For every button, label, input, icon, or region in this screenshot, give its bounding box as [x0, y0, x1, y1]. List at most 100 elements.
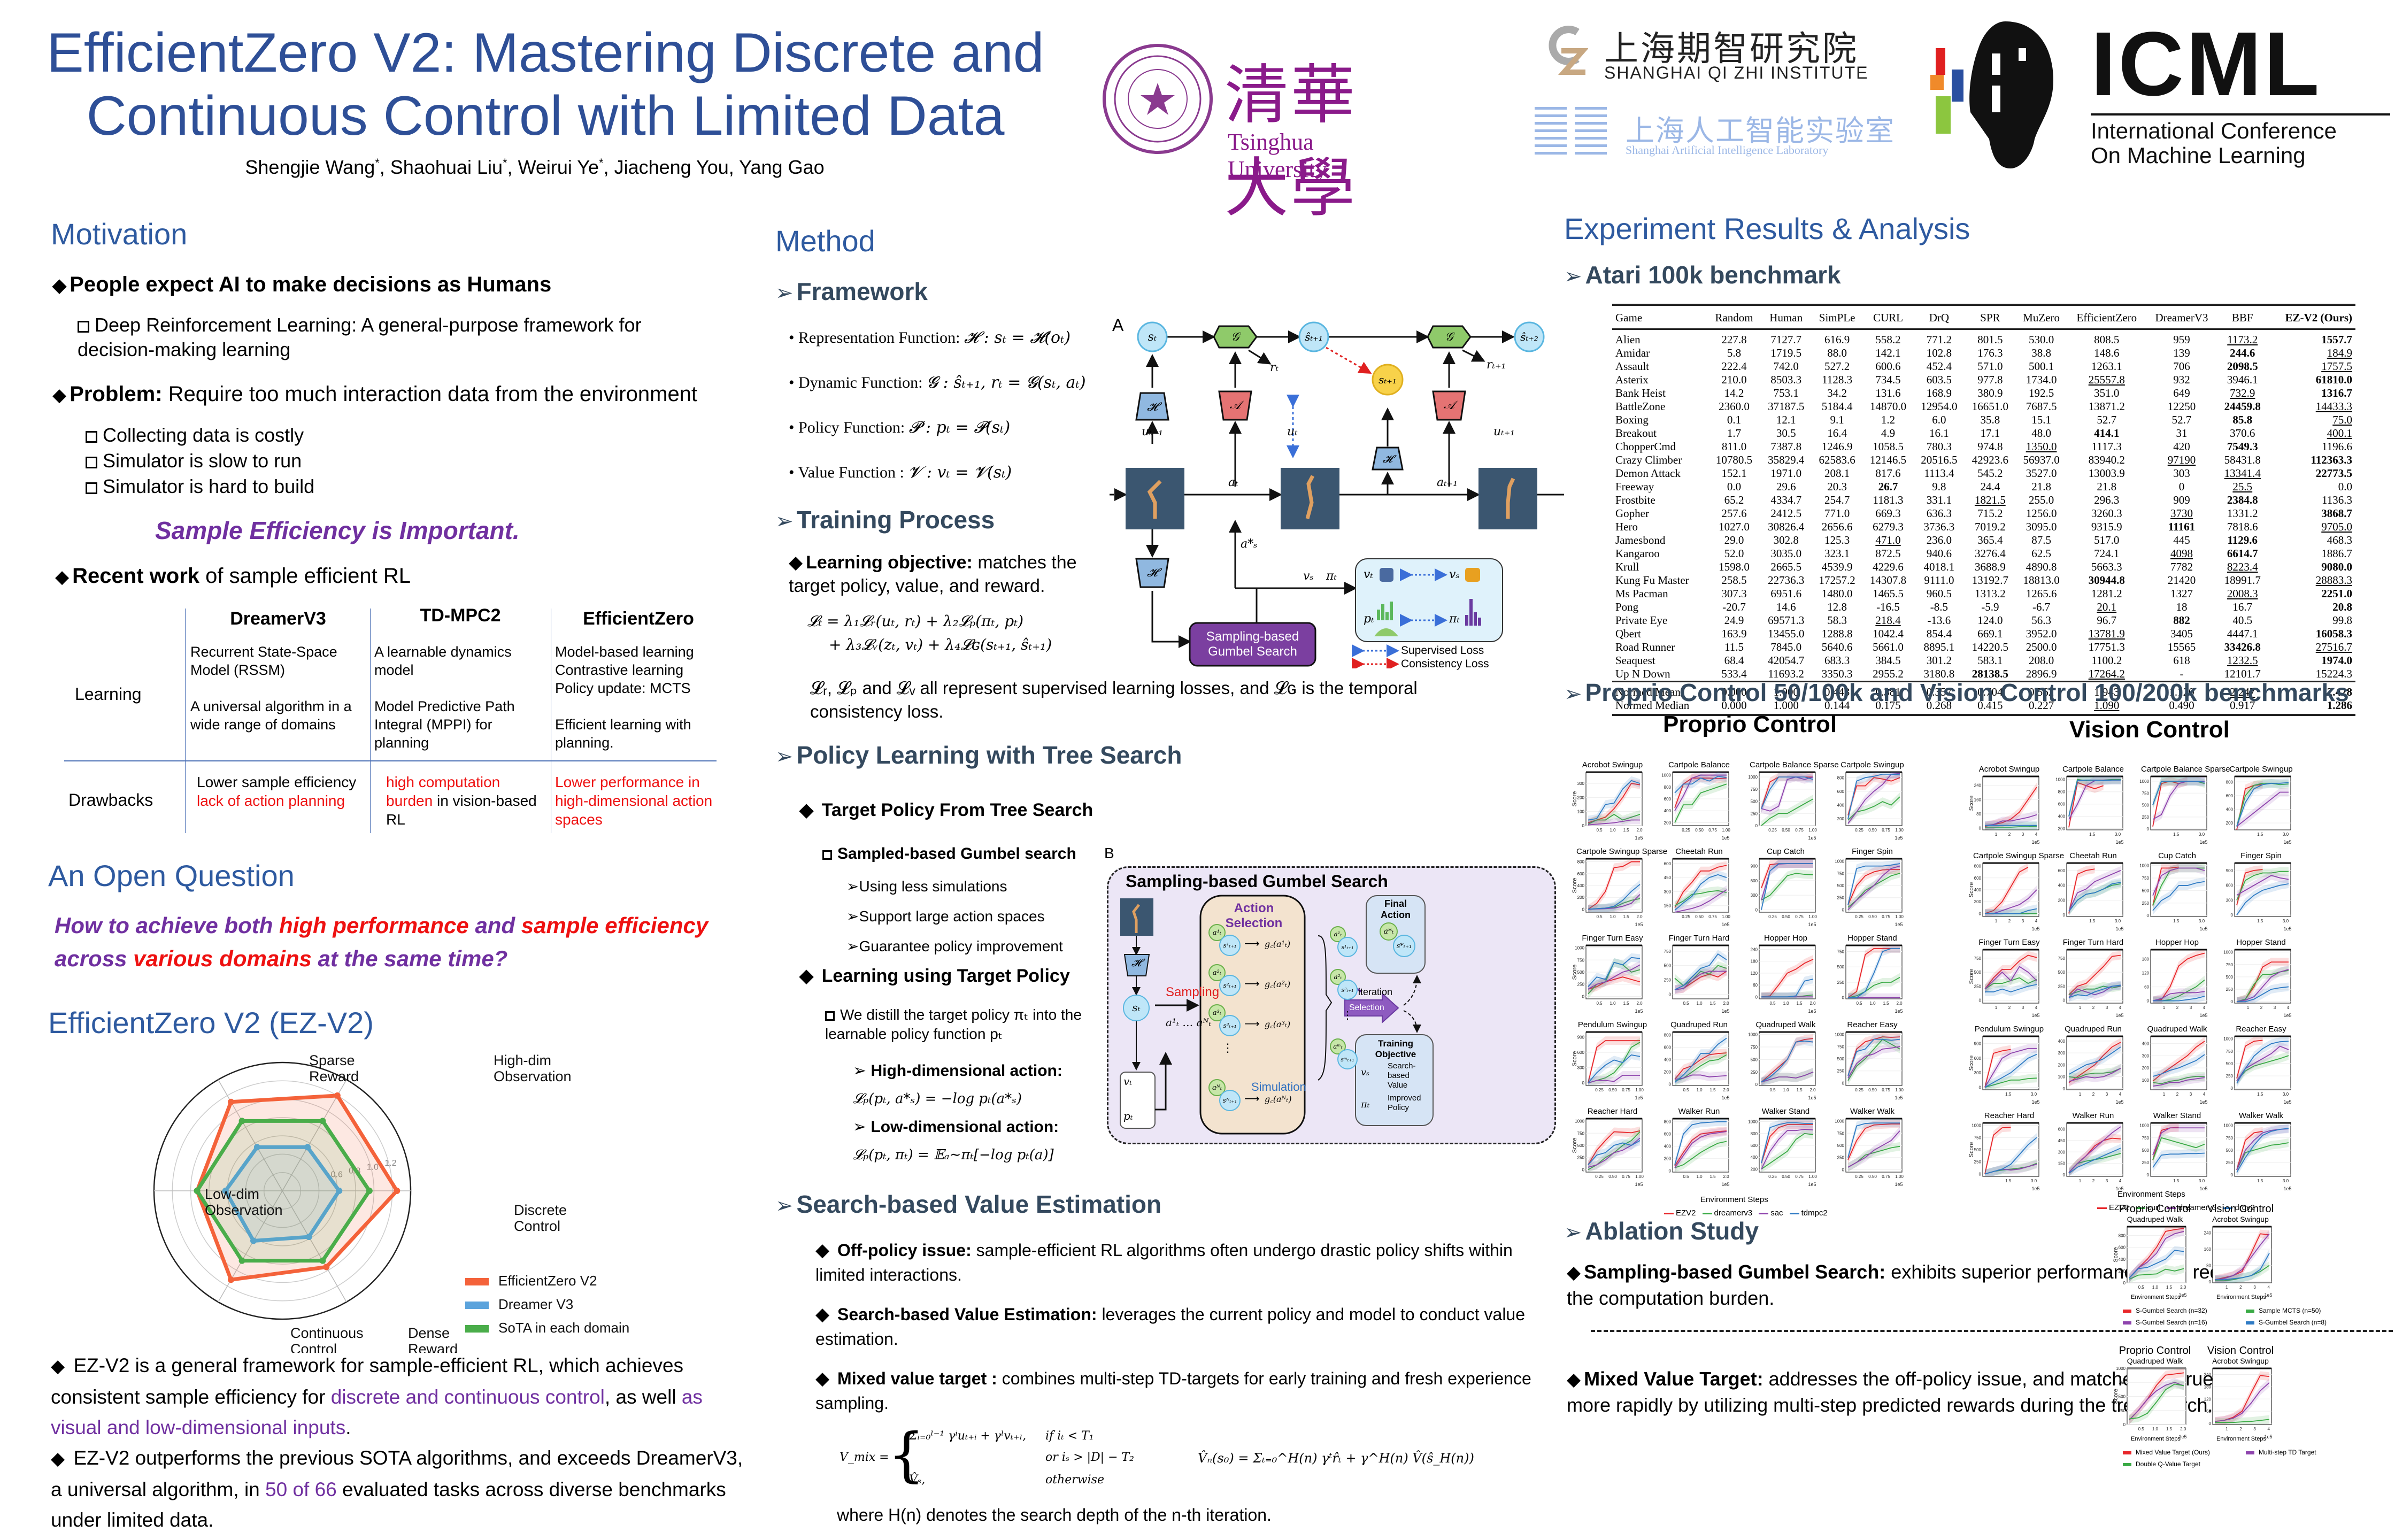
- x-tick-label: 1.0: [1609, 828, 1616, 833]
- legend-label: S-Gumbel Search (n=32): [2136, 1307, 2207, 1314]
- y-tick-label: 500: [1751, 1057, 1758, 1062]
- x-tick-label: 1.00: [1722, 914, 1730, 919]
- column-header: DreamerV3: [2155, 311, 2208, 324]
- square-bullet-icon: [86, 457, 97, 468]
- y-tick-label: 1000: [2223, 1123, 2233, 1128]
- simulated-state-node: s²ₜ₊₁: [1219, 975, 1241, 996]
- y-tick-label: 160: [1974, 797, 1982, 802]
- x-scale-label: 1e5: [1635, 1095, 1643, 1100]
- series-line-tdmpc2: [1847, 863, 1900, 905]
- y-tick-label: 400: [1664, 1058, 1672, 1062]
- y-tick-label: 0: [2123, 1422, 2126, 1427]
- gumbel-score-label: g꜀(aᴺₜ): [1265, 1094, 1292, 1104]
- table-cell: 2656.6: [1821, 520, 1853, 533]
- x-tick-label: 1.0: [2152, 1285, 2159, 1290]
- mini-chart-title: Walker Walk: [1850, 1107, 1895, 1116]
- series-line-tdmpc2: [1761, 1040, 1814, 1083]
- radar-point: [323, 1264, 330, 1270]
- series-line-drqv2: [2068, 779, 2121, 817]
- distill-text: We distill the target policy πₜ into the…: [825, 1006, 1082, 1042]
- table-cell: 771.0: [1824, 506, 1850, 520]
- x-scale-label: 1e5: [1895, 1008, 1903, 1014]
- confidence-band: [2069, 1149, 2121, 1176]
- y-tick-label: 0: [2147, 999, 2150, 1004]
- y-tick-label: 500: [1837, 1143, 1845, 1148]
- legend-swatch: [465, 1278, 489, 1285]
- y-tick-label: 1000: [2139, 779, 2149, 784]
- label-pit: πₜ: [1326, 569, 1337, 583]
- sampled-action-node: a²ₜ: [1208, 964, 1226, 981]
- function-label: Dynamic Function:: [798, 374, 927, 391]
- series-line-drqv2: [2152, 881, 2205, 911]
- series-line-EZV2: [1984, 954, 2037, 990]
- x-tick-label: 1.00: [1635, 1174, 1644, 1179]
- y-tick-label: 0: [1582, 1081, 1585, 1085]
- table-cell: 527.2: [1824, 359, 1850, 373]
- table-cell: 753.1: [1773, 386, 1799, 399]
- x-tick-label: 3: [2190, 1092, 2192, 1097]
- x-tick-label: 0.25: [1855, 1088, 1863, 1092]
- radar-rtick-label: 0.6: [331, 1171, 343, 1180]
- y-tick-label: 500: [2226, 1061, 2234, 1066]
- table-cell: 301.2: [1926, 653, 1952, 667]
- x-tick-label: 2: [2239, 1427, 2242, 1431]
- question-fragment: sample efficiency: [521, 913, 709, 938]
- table-cell: 3260.3: [2091, 506, 2122, 520]
- y-tick-label: 0: [2063, 1173, 2066, 1177]
- y-tick-label: 250: [1837, 896, 1845, 900]
- table-cell: 31: [2176, 426, 2188, 440]
- table-cell: 1232.5: [2227, 653, 2258, 667]
- x-scale-label: 1e5: [2199, 1186, 2207, 1191]
- x-tick-label: 0.75: [1708, 828, 1717, 833]
- table-cell: 1327: [2170, 587, 2193, 600]
- series-line-drqv2: [1984, 1053, 2037, 1088]
- row-label: Road Runner: [1615, 640, 1675, 653]
- confidence-band: [2153, 1073, 2205, 1090]
- x-tick-label: 4: [2268, 1427, 2270, 1431]
- x-tick-label: 2: [2092, 1092, 2095, 1097]
- selected-state-node: s²ₜ₊₁: [1337, 980, 1358, 1000]
- table-cell: 142.1: [1875, 346, 1901, 359]
- table-cell: 52.7: [2097, 413, 2117, 426]
- arrow-right-icon: ⟶: [1244, 1018, 1260, 1030]
- table-cell: 3527.0: [2026, 466, 2057, 480]
- confidence-band: [2153, 776, 2205, 810]
- table-cell: 3405: [2170, 627, 2193, 640]
- table-cell: 12954.0: [1921, 399, 1958, 413]
- series-line-dreamerv3: [2152, 991, 2205, 1002]
- framework-function-item: • Representation Function: 𝓗 : sₜ = 𝓗(oₜ…: [789, 315, 1086, 360]
- x-tick-label: 3: [2022, 919, 2024, 923]
- legend-label: Multi-step TD Target: [2259, 1449, 2316, 1456]
- x-tick-label: 0.25: [1855, 914, 1863, 919]
- plot-frame: [2150, 949, 2207, 1004]
- y-tick-label: 500: [1664, 964, 1672, 968]
- table-cell: 176.3: [1977, 346, 2003, 359]
- tdmpc2-drawback-cell: high computation burden in vision-based …: [386, 773, 546, 829]
- y-axis-label: Score: [1572, 965, 1578, 980]
- table-cell: 6614.7: [2227, 546, 2258, 560]
- radar-point: [304, 1144, 311, 1151]
- confidence-band: [1588, 880, 1640, 912]
- series-line-EZV2: [1674, 865, 1727, 908]
- x-scale-label: 1e5: [1895, 1182, 1903, 1187]
- y-tick-label: 900: [1751, 864, 1758, 869]
- table-cell: -20.7: [1722, 600, 1746, 613]
- square-bullet-icon: [822, 850, 832, 860]
- label-ut-1: uₜ₋₁: [1142, 425, 1164, 438]
- square-bullet-icon: [86, 482, 97, 494]
- x-tick-label: 1: [1995, 919, 1998, 923]
- series-line-dreamerv3: [2236, 875, 2289, 896]
- y-tick-label: 750: [2226, 962, 2234, 967]
- tsinghua-seal-icon: [1103, 44, 1213, 154]
- y-tick-label: 250: [1974, 984, 1982, 989]
- radar-spoke: [282, 1190, 347, 1303]
- series-line-tdmpc2: [1761, 1122, 1813, 1164]
